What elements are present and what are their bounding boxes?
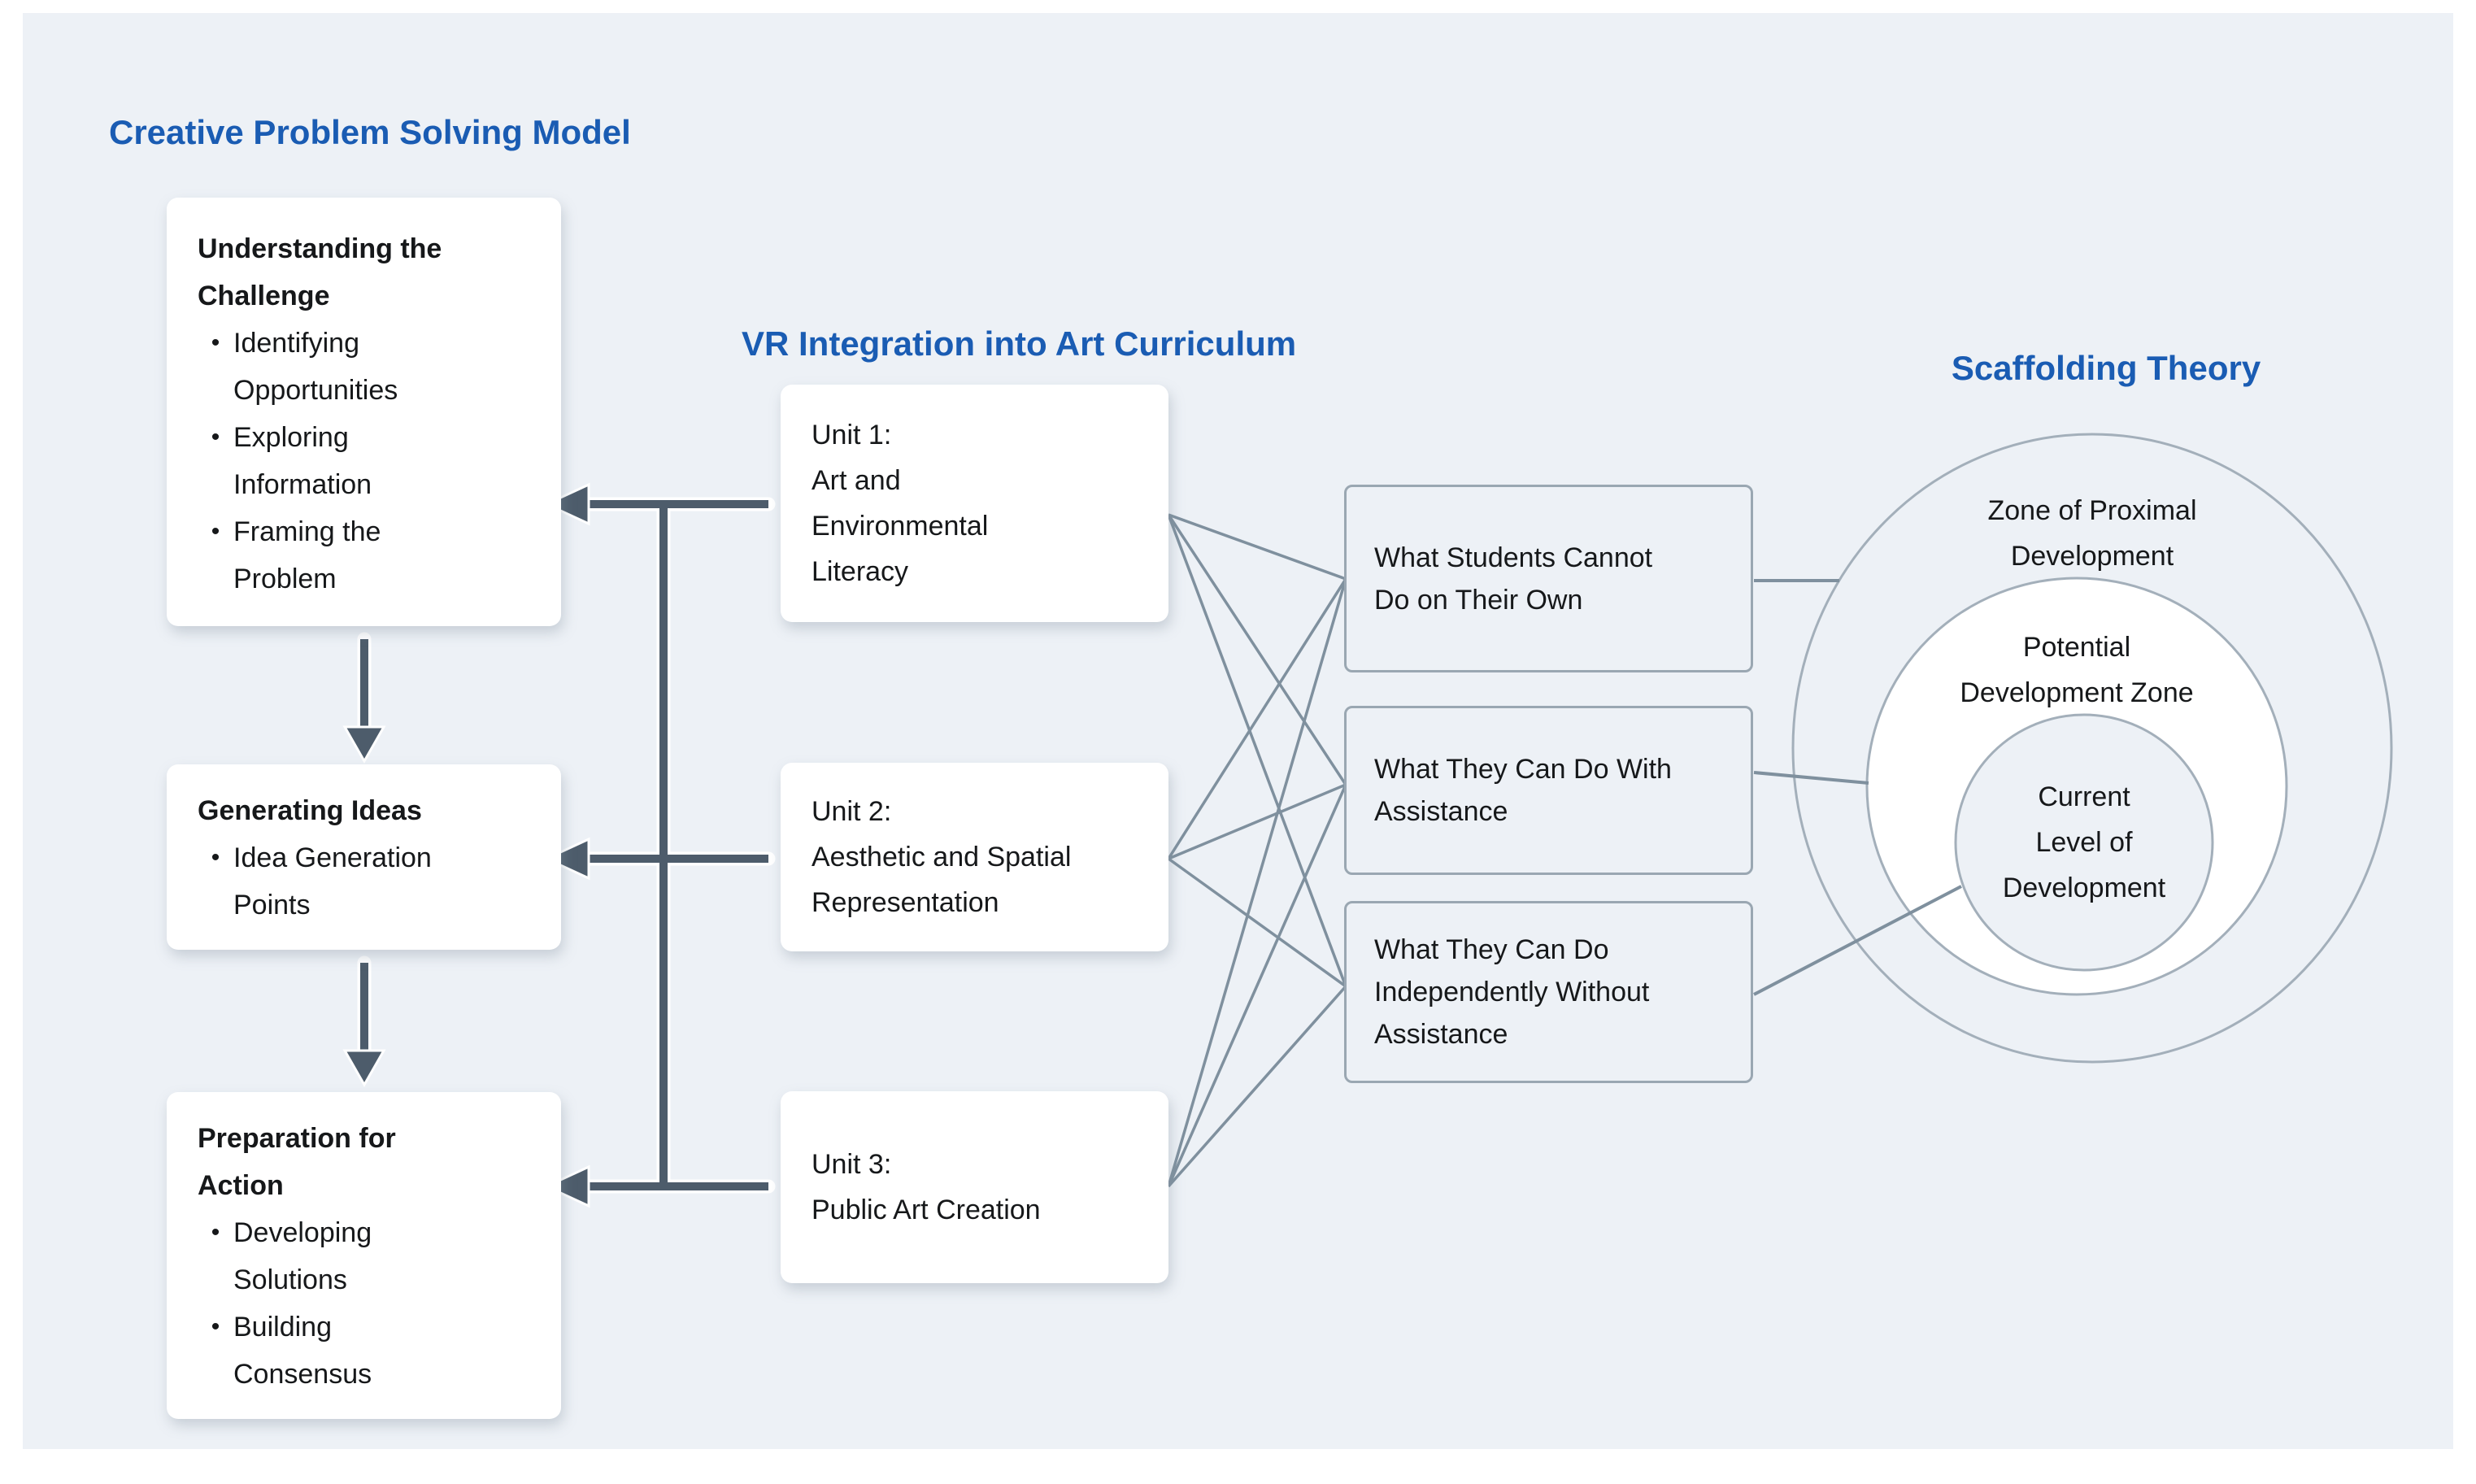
cps-box-title: Preparation for Action [198, 1123, 396, 1201]
bullet-item: • Building Consensus [198, 1303, 538, 1398]
zpd-box-cannot-do-on-own: What Students Cannot Do on Their Own [1344, 485, 1753, 672]
down-arrowhead-1 [342, 725, 386, 764]
unit-box-3: Unit 3: Public Art Creation [781, 1091, 1168, 1283]
bullet-label: Building Consensus [233, 1312, 372, 1390]
left-arrowhead-3 [543, 1164, 590, 1208]
bullet-label: Idea Generation Points [233, 842, 432, 920]
zpd-box-label: What They Can Do Independently Without A… [1374, 934, 1650, 1050]
cps-box-generating-ideas: Generating Ideas • Idea Generation Point… [167, 764, 561, 950]
bullet-item: • Exploring Information [198, 414, 538, 508]
unit-label: Unit 1: Art and Environmental Literacy [812, 420, 989, 587]
bullet-item: • Identifying Opportunities [198, 320, 538, 414]
bullet-label: Developing Solutions [233, 1217, 372, 1295]
flow-arrows [342, 482, 768, 1208]
bullet-glyph: • [211, 329, 220, 356]
circle-label-potential-development-zone: Potential Development Zone [1960, 632, 2194, 708]
cps-box-title: Understanding the Challenge [198, 233, 442, 311]
unit-to-zpd-lines [1167, 513, 1347, 1188]
scaffolding-circles [1791, 433, 2393, 1064]
zpd-to-circle-lines [1753, 579, 1962, 996]
left-arrowhead-2 [543, 837, 590, 881]
unit-box-1: Unit 1: Art and Environmental Literacy [781, 385, 1168, 622]
bullet-glyph: • [211, 424, 220, 450]
bullet-label: Identifying Opportunities [233, 328, 398, 406]
cps-box-understanding-the-challenge: Understanding the Challenge • Identifyin… [167, 198, 561, 626]
bullet-label: Exploring Information [233, 422, 372, 500]
cps-box-title: Generating Ideas [198, 795, 422, 826]
down-arrowhead-2 [342, 1049, 386, 1088]
circle-label-current-level-of-development: Current Level of Development [2002, 781, 2166, 903]
unit-label: Unit 3: Public Art Creation [812, 1149, 1041, 1225]
zpd-box-can-do-with-assistance: What They Can Do With Assistance [1344, 706, 1753, 875]
zpd-box-can-do-independently: What They Can Do Independently Without A… [1344, 901, 1753, 1083]
bullet-glyph: • [211, 1313, 220, 1340]
bullet-glyph: • [211, 518, 220, 545]
bullet-item: • Developing Solutions [198, 1209, 538, 1303]
circle-label-zone-of-proximal-development: Zone of Proximal Development [1987, 495, 2197, 572]
unit-label: Unit 2: Aesthetic and Spatial Representa… [812, 796, 1072, 918]
bullet-glyph: • [211, 844, 220, 871]
bullet-glyph: • [211, 1219, 220, 1246]
title-vr-integration: VR Integration into Art Curriculum [742, 324, 1297, 363]
title-scaffolding-theory: Scaffolding Theory [1951, 349, 2261, 387]
cps-box-preparation-for-action: Preparation for Action • Developing Solu… [167, 1092, 561, 1419]
unit-box-2: Unit 2: Aesthetic and Spatial Representa… [781, 763, 1168, 951]
title-creative-problem-solving-model: Creative Problem Solving Model [109, 113, 631, 151]
bullet-label: Framing the Problem [233, 516, 381, 594]
zpd-box-label: What Students Cannot Do on Their Own [1374, 542, 1653, 616]
left-arrowhead-1 [543, 482, 590, 526]
inner-circle-current-level-of-development [1954, 713, 2214, 972]
bullet-item: • Framing the Problem [198, 508, 538, 603]
bullet-item: • Idea Generation Points [198, 834, 538, 929]
zpd-box-label: What They Can Do With Assistance [1374, 754, 1672, 827]
